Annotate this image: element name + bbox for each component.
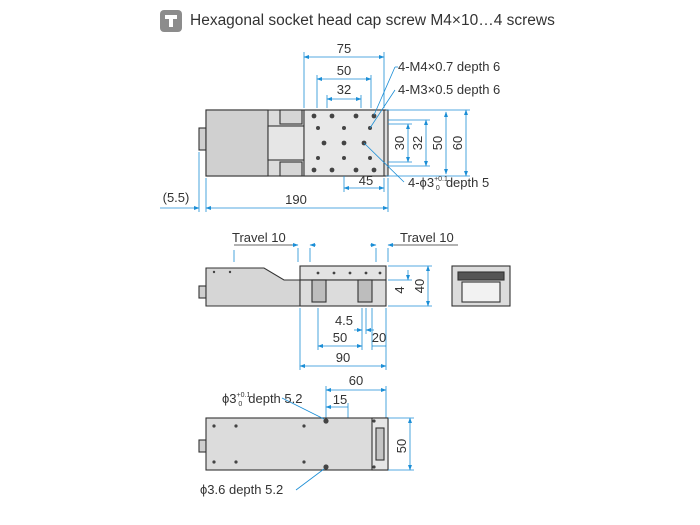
socket-head-screw-icon bbox=[160, 10, 182, 32]
dim-50-front: 50 bbox=[333, 330, 347, 345]
dim-60-vertical: 60 bbox=[450, 136, 465, 150]
travel-left-label: Travel 10 bbox=[232, 230, 286, 245]
bracket-bottom bbox=[279, 161, 303, 177]
bracket-top bbox=[279, 109, 303, 125]
end-slot bbox=[375, 427, 385, 461]
shaft-stub-front bbox=[198, 285, 207, 299]
header-title: Hexagonal socket head cap screw M4×10…4 … bbox=[190, 12, 555, 29]
top-view: 75 50 32 30 32 50 60 4-M4×0.7 depth 6 4-… bbox=[160, 41, 500, 212]
shaft-stub bbox=[198, 127, 207, 151]
dim-50: 50 bbox=[337, 63, 351, 78]
note-through-hole-bottom: ϕ3.6 depth 5.2 bbox=[200, 482, 283, 497]
dim-5-5: (5.5) bbox=[163, 190, 190, 205]
travel-right-label: Travel 10 bbox=[400, 230, 454, 245]
dim-32-vertical: 32 bbox=[410, 136, 425, 150]
dim-4: 4 bbox=[392, 286, 407, 293]
dim-40: 40 bbox=[412, 279, 427, 293]
dim-20: 20 bbox=[372, 330, 386, 345]
figure-header: Hexagonal socket head cap screw M4×10…4 … bbox=[160, 8, 555, 34]
bracket bbox=[267, 125, 305, 161]
body-bottom bbox=[205, 417, 389, 471]
note-m3-tap: 4-M3×0.5 depth 6 bbox=[398, 82, 500, 97]
dim-32: 32 bbox=[337, 82, 351, 97]
dim-90: 90 bbox=[336, 350, 350, 365]
dim-45: 45 bbox=[359, 173, 373, 188]
carriage-top-front bbox=[299, 265, 387, 281]
motor-housing-front bbox=[205, 267, 301, 307]
dim-15: 15 bbox=[333, 392, 347, 407]
shaft-stub-bottom bbox=[198, 439, 207, 453]
note-m4-tap: 4-M4×0.7 depth 6 bbox=[398, 59, 500, 74]
dim-50-vertical: 50 bbox=[430, 136, 445, 150]
dim-30: 30 bbox=[392, 136, 407, 150]
motor-section bbox=[205, 109, 269, 177]
front-view: Travel 10 Travel 10 4 40 bbox=[198, 230, 511, 370]
guide-block-left bbox=[311, 279, 327, 303]
end-view-carriage bbox=[457, 271, 505, 281]
end-view-channel bbox=[461, 281, 501, 303]
dim-190: 190 bbox=[285, 192, 307, 207]
dim-60-bottom: 60 bbox=[349, 373, 363, 388]
dim-50-bottom: 50 bbox=[394, 439, 409, 453]
guide-block-right bbox=[357, 279, 373, 303]
dim-75: 75 bbox=[337, 41, 351, 56]
dim-4-5: 4.5 bbox=[335, 313, 353, 328]
